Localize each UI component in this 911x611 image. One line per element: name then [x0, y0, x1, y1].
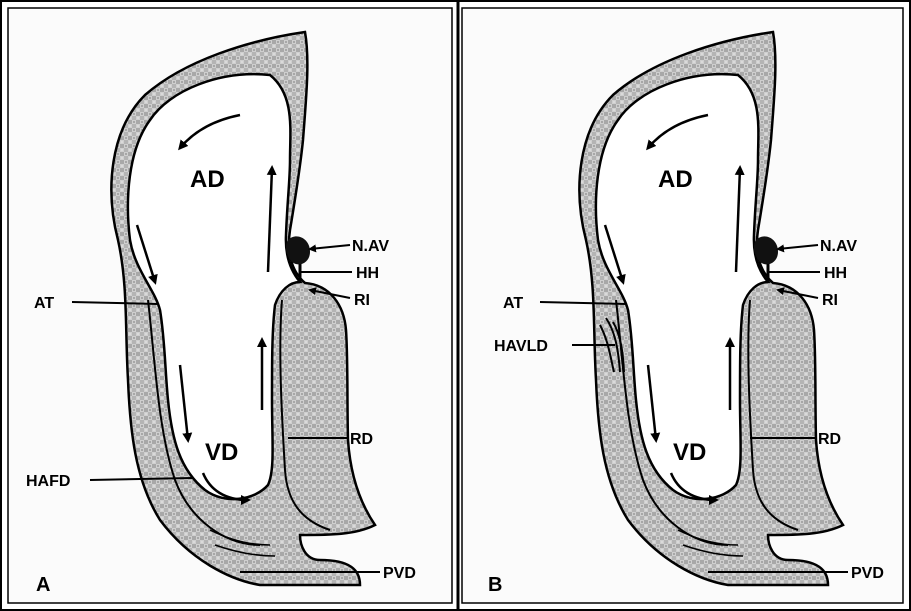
label-rd: RD: [350, 431, 373, 448]
label-av-node: N.AV: [820, 238, 857, 255]
label-at: AT: [34, 295, 54, 312]
label-ventricle: VD: [673, 439, 706, 466]
label-rd: RD: [818, 431, 841, 448]
panel-b: AD VD N.AV HH RI AT RD HAVLD PVD B: [462, 8, 903, 603]
label-pvd: PVD: [383, 565, 416, 582]
label-right-branch: RI: [354, 292, 370, 309]
panel-letter: A: [36, 574, 50, 596]
label-pvd: PVD: [851, 565, 884, 582]
label-accessory-pathway: HAFD: [26, 473, 70, 490]
label-his-bundle: HH: [356, 265, 379, 282]
panel-a: AD VD N.AV HH RI AT RD HAFD PVD A: [8, 8, 452, 603]
label-ventricle: VD: [205, 439, 238, 466]
panel-letter: B: [488, 574, 502, 596]
label-atrium: AD: [658, 166, 693, 193]
label-at: AT: [503, 295, 523, 312]
label-atrium: AD: [190, 166, 225, 193]
label-av-node: N.AV: [352, 238, 389, 255]
label-his-bundle: HH: [824, 265, 847, 282]
label-right-branch: RI: [822, 292, 838, 309]
label-accessory-pathway: HAVLD: [494, 338, 548, 355]
